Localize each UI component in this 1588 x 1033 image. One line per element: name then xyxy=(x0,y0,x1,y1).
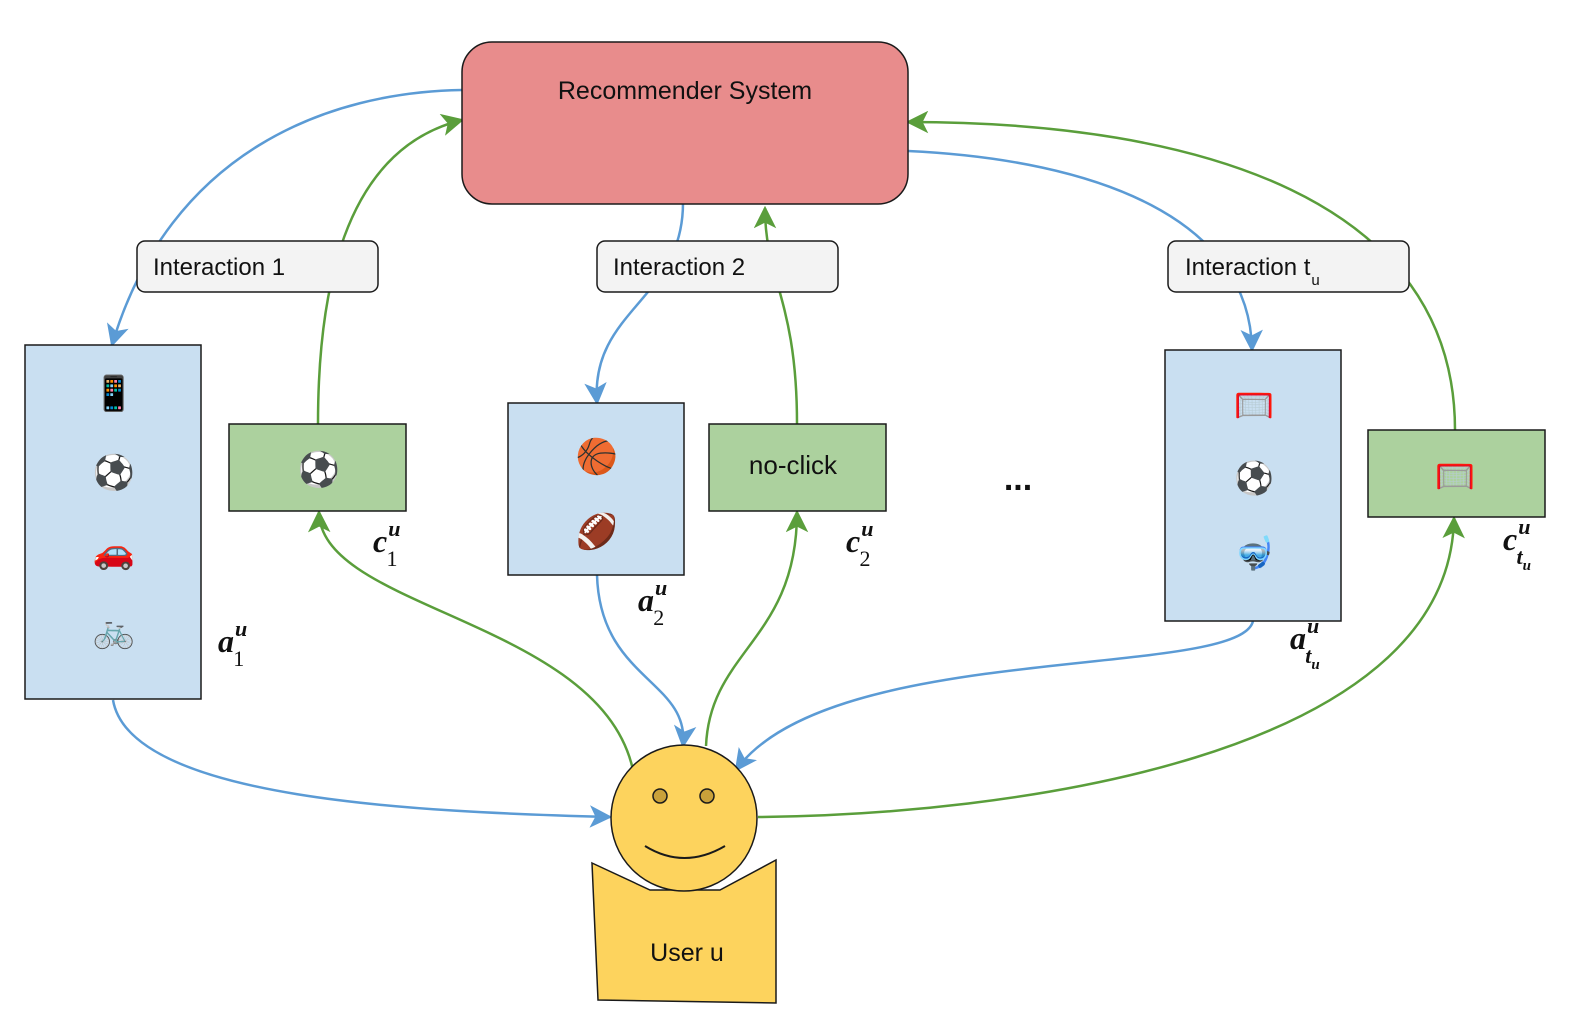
svg-text:Interaction 2: Interaction 2 xyxy=(613,254,745,281)
user-left-eye xyxy=(652,788,668,804)
arrow-slate-2-to-user xyxy=(595,574,697,749)
recommender-system-title: Recommender System xyxy=(558,77,812,105)
interaction-2-text: Interaction 2 xyxy=(613,254,745,281)
user-smile xyxy=(644,845,726,859)
slate-1: 📱 ⚽ 🚗 🚲 xyxy=(24,344,202,700)
goal-net-icon: 🥅 xyxy=(1234,386,1274,424)
user-right-eye xyxy=(699,788,715,804)
slate-2: 🏀 🏈 xyxy=(507,402,685,576)
arrow-click-t-to-recsys xyxy=(905,110,1457,431)
arrow-slate-t-to-user xyxy=(734,620,1255,772)
interaction-1-text: Interaction 1 xyxy=(153,254,285,281)
arrow-slate-1-to-user xyxy=(111,699,613,828)
football-icon: 🏈 xyxy=(576,512,618,552)
arrow-click-2-to-recsys xyxy=(753,205,799,425)
diving-mask-icon: 🤿 xyxy=(1234,534,1274,572)
user-label: User u xyxy=(650,939,724,967)
soccer-ball-icon: ⚽ xyxy=(296,450,340,490)
soccer-ball-icon: ⚽ xyxy=(91,453,135,493)
click-t: 🥅 xyxy=(1367,429,1546,518)
user-body xyxy=(591,858,777,1004)
arrow-user-to-click-t xyxy=(757,515,1465,819)
arrow-recsys-to-slate-1 xyxy=(107,88,463,348)
arrow-click-1-to-recsys xyxy=(316,113,465,425)
car-icon: 🚗 xyxy=(93,532,135,572)
interaction-label-2: Interaction 2 xyxy=(596,240,839,293)
interaction-t-subscript: u xyxy=(1311,272,1319,289)
goal-net-icon: 🥅 xyxy=(1435,457,1475,495)
slate-t: 🥅 ⚽ 🤿 xyxy=(1164,349,1342,622)
arrow-recsys-to-slate-t xyxy=(907,149,1263,353)
arrow-user-to-click-1 xyxy=(308,509,635,771)
user-head xyxy=(610,744,758,892)
recommender-system-node: Recommender System xyxy=(461,41,909,205)
arrow-user-to-click-2 xyxy=(704,509,809,747)
bicycle-icon: 🚲 xyxy=(93,611,135,651)
svg-text:Interaction tu: Interaction tu xyxy=(1185,254,1320,289)
green-arrows xyxy=(308,110,1465,819)
soccer-ball-icon: ⚽ xyxy=(1233,459,1274,497)
interaction-label-t: Interaction tu xyxy=(1167,240,1410,293)
interaction-t-text: Interaction t xyxy=(1185,254,1311,281)
interaction-label-1: Interaction 1 xyxy=(136,240,379,293)
click-2: no-click xyxy=(708,423,887,512)
arrow-recsys-to-slate-2 xyxy=(584,202,685,406)
svg-text:Interaction 1: Interaction 1 xyxy=(153,254,285,281)
smartphone-icon: 📱 xyxy=(93,374,135,414)
basketball-icon: 🏀 xyxy=(576,434,618,478)
click-1: ⚽ xyxy=(228,423,407,512)
ellipsis: ... xyxy=(1004,460,1032,498)
no-click-text: no-click xyxy=(749,450,838,480)
user-figure: User u xyxy=(591,744,777,1004)
